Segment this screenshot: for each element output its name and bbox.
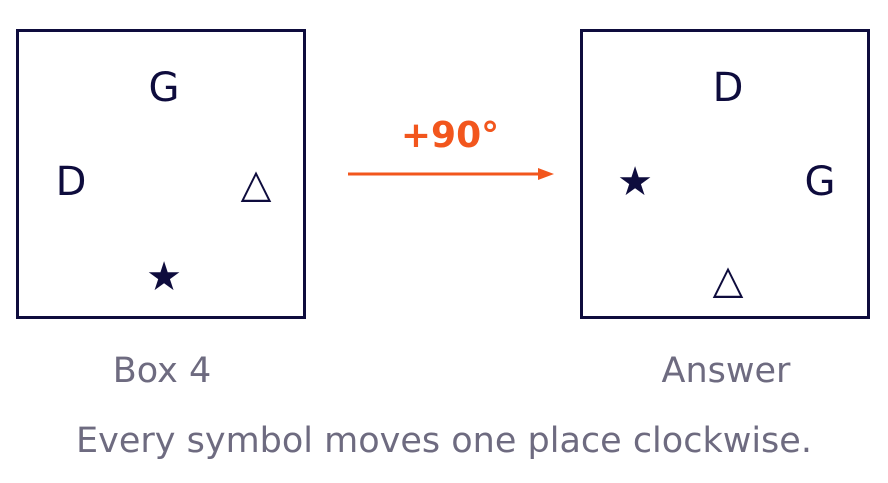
answer-right-symbol: G: [804, 159, 836, 205]
box-4-caption: Box 4: [112, 351, 212, 391]
box-4-bottom-symbol: ★: [146, 254, 182, 300]
answer-caption: Answer: [661, 351, 791, 391]
rule-description: Every symbol moves one place clockwise.: [76, 421, 812, 461]
arrow-right-icon: [348, 168, 554, 180]
answer-panel: D ★ G △: [580, 29, 870, 319]
box-4-panel: G D △ ★: [16, 29, 306, 319]
answer-left-symbol: ★: [617, 159, 653, 205]
box-4-top-symbol: G: [148, 65, 180, 111]
box-4-left-symbol: D: [55, 159, 87, 205]
answer-bottom-symbol: △: [712, 257, 744, 303]
box-4-right-symbol: △: [240, 161, 272, 207]
answer-top-symbol: D: [712, 65, 744, 111]
rotation-label: +90°: [400, 115, 500, 156]
